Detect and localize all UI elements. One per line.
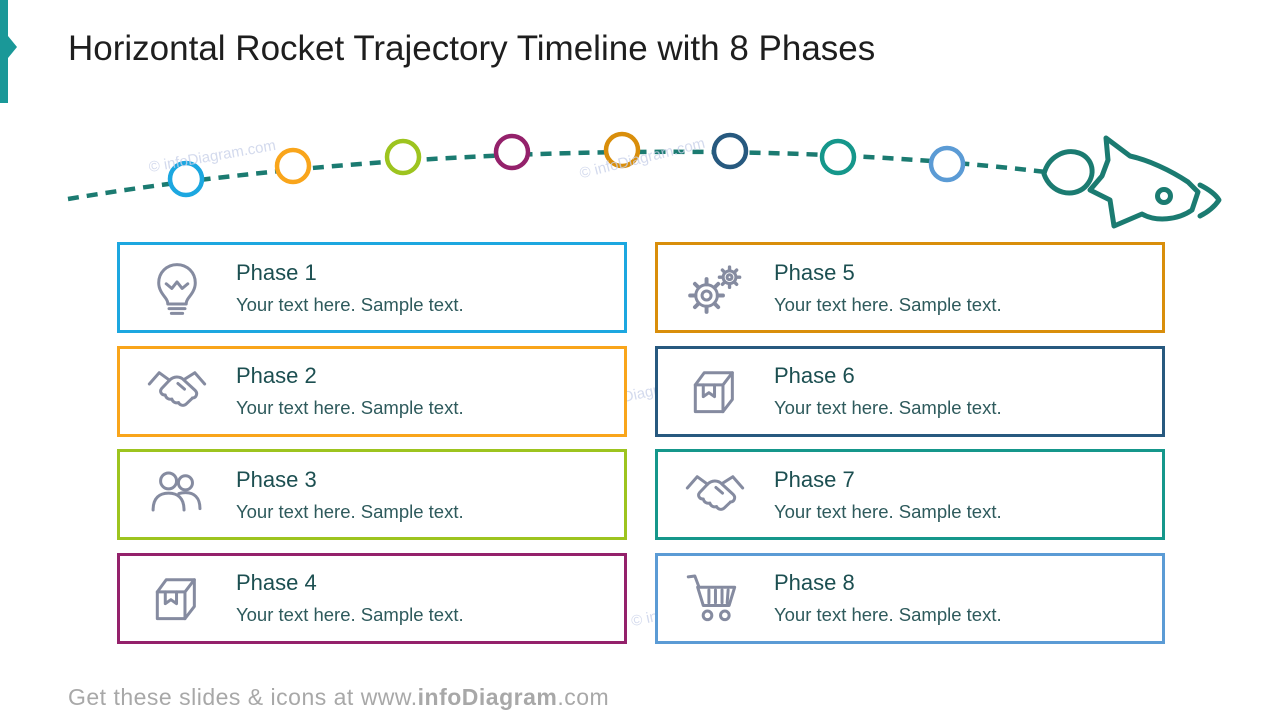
timeline-node-1 (167, 160, 205, 198)
trajectory-dashed-line (67, 149, 1047, 202)
team-icon (146, 464, 208, 526)
phase-sample-text: Your text here. Sample text. (236, 604, 464, 625)
phase-card-7: Phase 7 Your text here. Sample text. (655, 449, 1165, 540)
phase-label: Phase 8 (774, 570, 855, 595)
phase-label: Phase 3 (236, 466, 317, 492)
phase-card-2: Phase 2 Your text here. Sample text. (117, 345, 627, 437)
timeline-node-8 (928, 145, 966, 183)
lightbulb-icon (146, 257, 208, 319)
timeline-node-7 (819, 138, 857, 176)
phase-card-1: Phase 1 Your text here. Sample text. (117, 242, 627, 333)
footer-credit: Get these slides & icons at www.infoDiag… (68, 684, 609, 711)
rocket-flame (1041, 149, 1095, 196)
handshake-icon (684, 464, 746, 526)
footer-suffix: .com (557, 684, 610, 710)
footer-brand: infoDiagram (417, 684, 558, 710)
phase-card-6: Phase 6 Your text here. Sample text. (655, 345, 1165, 437)
phase-card-3: Phase 3 Your text here. Sample text. (117, 449, 627, 540)
timeline-node-6 (711, 132, 749, 170)
phases-grid: Phase 1 Your text here. Sample text. Pha… (117, 242, 1165, 644)
phase-sample-text: Your text here. Sample text. (774, 397, 1002, 418)
phase-label: Phase 6 (774, 363, 855, 388)
phase-card-4: Phase 4 Your text here. Sample text. (117, 552, 627, 644)
page-title: Horizontal Rocket Trajectory Timeline wi… (68, 29, 876, 68)
phase-label: Phase 4 (236, 570, 317, 595)
rocket-window (1155, 187, 1173, 205)
package-icon (684, 360, 746, 422)
timeline-node-5 (603, 131, 641, 169)
phase-label: Phase 7 (774, 466, 855, 492)
phase-label: Phase 1 (236, 259, 317, 285)
phase-sample-text: Your text here. Sample text. (774, 604, 1002, 625)
package-icon (146, 567, 208, 629)
gears-icon (684, 257, 746, 319)
footer-prefix: Get these slides & icons at www. (68, 684, 418, 710)
cart-icon (684, 567, 746, 629)
rocket-body (1087, 135, 1201, 229)
phase-sample-text: Your text here. Sample text. (774, 500, 1002, 522)
phase-card-8: Phase 8 Your text here. Sample text. (655, 552, 1165, 644)
rocket-trajectory-timeline (67, 131, 1222, 229)
rocket-icon (1041, 135, 1222, 229)
phase-sample-text: Your text here. Sample text. (236, 293, 464, 315)
phase-sample-text: Your text here. Sample text. (774, 293, 1002, 315)
timeline-node-3 (384, 138, 422, 176)
timeline-node-4 (493, 133, 531, 171)
phase-sample-text: Your text here. Sample text. (236, 500, 464, 522)
timeline-node-2 (274, 147, 312, 185)
rocket-nose-cone (1197, 182, 1222, 219)
accent-chevron-icon (8, 36, 17, 58)
title-accent-bar (0, 0, 8, 103)
phase-sample-text: Your text here. Sample text. (236, 397, 464, 418)
phase-label: Phase 5 (774, 259, 855, 285)
phase-card-5: Phase 5 Your text here. Sample text. (655, 242, 1165, 333)
handshake-icon (146, 360, 208, 422)
phase-label: Phase 2 (236, 363, 317, 388)
